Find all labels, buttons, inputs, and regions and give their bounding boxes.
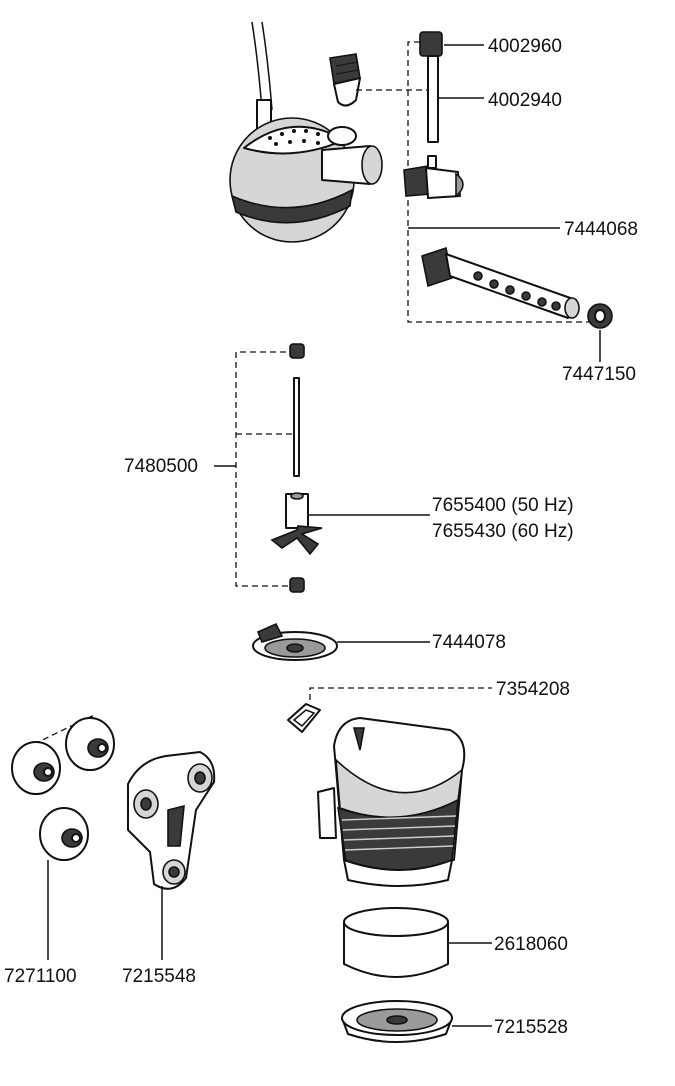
suction-cup-1	[11, 741, 61, 795]
spray-bar-assembly	[356, 31, 613, 329]
label-7271100: 7271100	[4, 966, 77, 987]
label-7480500: 7480500	[124, 456, 198, 477]
label-4002960: 4002960	[488, 36, 562, 57]
leader-lines-top	[408, 44, 601, 362]
label-7354208: 7354208	[496, 679, 570, 700]
label-2618060: 2618060	[494, 934, 568, 955]
bottom-cap	[341, 1000, 492, 1043]
label-7447150: 7447150	[562, 364, 636, 385]
label-7215548: 7215548	[122, 966, 196, 987]
pump-motor-body	[229, 21, 383, 243]
outlet-nozzle	[329, 53, 361, 107]
impeller-cover	[252, 622, 430, 661]
filter-foam-pad	[343, 907, 492, 978]
pump-vent-holes	[268, 129, 320, 146]
label-7655430: 7655430 (60 Hz)	[432, 521, 574, 542]
suction-cups-set	[11, 715, 115, 960]
filter-basket	[317, 717, 466, 887]
basket-ribs	[341, 815, 457, 851]
mounting-bracket	[127, 751, 216, 960]
suction-cup-2	[65, 717, 115, 771]
seal-ring	[287, 687, 492, 733]
label-4002940: 4002940	[488, 90, 562, 111]
label-7655400: 7655400 (50 Hz)	[432, 495, 574, 516]
label-7215528: 7215528	[494, 1017, 568, 1038]
label-7444068: 7444068	[564, 219, 638, 240]
impeller-group	[214, 343, 430, 593]
label-7444078: 7444078	[432, 632, 506, 653]
spray-bar-holes	[473, 271, 561, 311]
suction-cup-3	[39, 807, 89, 861]
